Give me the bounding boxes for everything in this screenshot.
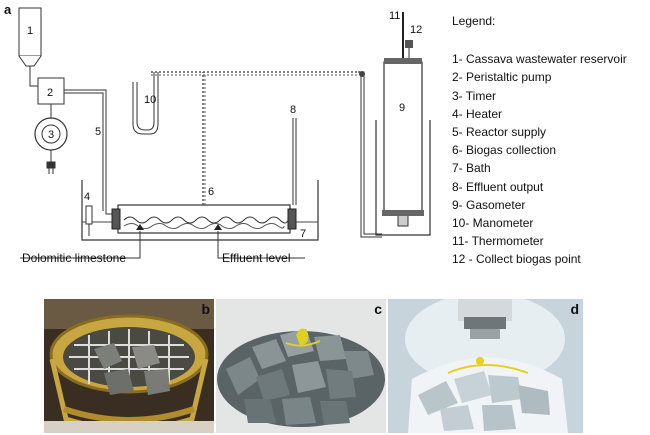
legend-item: 8- Effluent output bbox=[452, 179, 544, 194]
legend-item: 4- Heater bbox=[452, 106, 503, 121]
effluent-output-tube bbox=[292, 118, 297, 205]
legend-item: 2- Peristaltic pump bbox=[452, 70, 552, 85]
label-9: 9 bbox=[399, 102, 405, 114]
label-5: 5 bbox=[95, 126, 101, 138]
power-plug-icon bbox=[46, 150, 56, 174]
reactor-tube bbox=[111, 204, 297, 234]
manometer bbox=[132, 72, 159, 135]
label-3: 3 bbox=[48, 129, 54, 141]
photo-label-d: d bbox=[570, 301, 579, 317]
label-7: 7 bbox=[300, 228, 306, 240]
legend-item: 7- Bath bbox=[452, 161, 491, 176]
tube-reservoir-pump bbox=[29, 78, 38, 87]
label-2: 2 bbox=[47, 87, 53, 99]
label-12: 12 bbox=[410, 24, 422, 36]
gasometer bbox=[375, 58, 431, 236]
legend-title: Legend: bbox=[452, 14, 496, 28]
effluent-level-label: Effluent level bbox=[222, 251, 291, 265]
wastewater-reservoir bbox=[18, 7, 42, 78]
reactor-schematic: a 1 2 3 5 7 4 6 bbox=[4, 2, 431, 265]
reactor-supply-tube bbox=[64, 89, 116, 215]
legend-item: 11- Thermometer bbox=[452, 234, 544, 249]
label-8: 8 bbox=[290, 104, 296, 116]
panel-label-a: a bbox=[4, 2, 12, 17]
legend-item: 6- Biogas collection bbox=[452, 143, 557, 158]
legend: Legend: 1- Cassava wastewater reservoir … bbox=[452, 12, 627, 269]
legend-item: 3- Timer bbox=[452, 88, 497, 103]
label-1: 1 bbox=[27, 25, 33, 37]
label-11: 11 bbox=[389, 10, 400, 22]
label-4: 4 bbox=[84, 191, 90, 203]
photo-label-c: c bbox=[374, 301, 382, 317]
collect-biogas-point bbox=[405, 40, 413, 58]
legend-item: 1- Cassava wastewater reservoir bbox=[452, 52, 627, 67]
label-10: 10 bbox=[144, 94, 156, 106]
legend-item: 9- Gasometer bbox=[452, 197, 526, 212]
photo-c-limestone: c bbox=[216, 299, 386, 433]
photo-label-b: b bbox=[201, 301, 210, 317]
heater bbox=[85, 205, 93, 225]
timer bbox=[34, 117, 68, 151]
label-6: 6 bbox=[208, 186, 214, 198]
legend-item: 10- Manometer bbox=[452, 216, 534, 231]
photo-b-basket: b bbox=[44, 299, 214, 433]
photo-d-gas-collector: d bbox=[388, 299, 583, 433]
biogas-collection-line bbox=[151, 71, 360, 205]
legend-item: 5- Reactor supply bbox=[452, 125, 547, 140]
legend-item: 12 - Collect biogas point bbox=[452, 252, 581, 267]
water-bath bbox=[81, 180, 319, 241]
dolomitic-limestone-label: Dolomitic limestone bbox=[22, 251, 126, 265]
